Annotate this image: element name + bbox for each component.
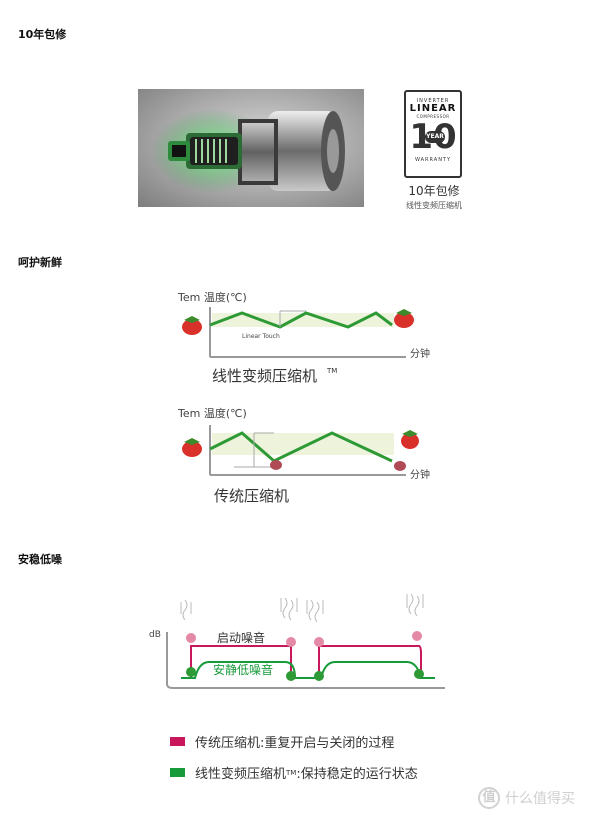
badge-inverter-text: INVERTER: [416, 98, 450, 104]
warranty-badge: INVERTER LINEAR COMPRESSOR 10 YEAR WARRA…: [404, 90, 462, 178]
badge-linear-text: LINEAR: [409, 103, 457, 114]
temp-band: [212, 313, 394, 327]
noise-chart: dB 启动噪音 安静低噪音: [149, 593, 445, 689]
strawberry-icon: [394, 309, 414, 328]
badge-caption: 10年包修: [408, 184, 460, 198]
strawberry-icon: [182, 438, 202, 457]
startup-peak-marker: [412, 631, 422, 641]
legend-traditional: 传统压缩机:重复开启与关闭的过程: [170, 732, 394, 751]
watermark-text: 什么值得买: [505, 791, 575, 807]
startup-peak-marker: [186, 633, 196, 643]
legend-linear-label: 线性变频压缩机: [195, 767, 287, 782]
startup-peak-marker: [286, 637, 296, 647]
section-heading-warranty: 10年包修: [18, 28, 67, 41]
quiet-marker: [186, 667, 196, 677]
badge-compressor-text: COMPRESSOR: [416, 114, 450, 119]
temp-trad-ylabel: Tem 温度(℃): [177, 406, 247, 420]
badge-number: 10 YEAR: [406, 119, 460, 155]
strawberry-icon: [182, 316, 202, 335]
badge-warranty-text: WARRANTY: [414, 157, 452, 163]
quiet-marker: [414, 669, 424, 679]
legend-swatch-traditional: [170, 737, 185, 746]
compressor-illustration: [151, 109, 345, 193]
temp-chart-traditional: Tem 温度(℃) 分钟 传统压缩机: [177, 406, 430, 505]
traditional-noise-line: [181, 645, 435, 679]
section-heading-fresh: 呵护新鲜: [18, 256, 62, 269]
noise-ylabel: dB: [149, 630, 161, 640]
startup-peak-marker: [314, 637, 324, 647]
startup-noise-label: 启动噪音: [217, 630, 265, 645]
wilted-strawberry-icon: [394, 461, 406, 471]
watermark-logo-icon: 值: [478, 787, 500, 809]
temp-trad-caption: 传统压缩机: [214, 487, 289, 505]
temp-linear-xlabel: 分钟: [410, 347, 430, 360]
temp-trad-xlabel: 分钟: [410, 468, 430, 481]
legend-traditional-label: 传统压缩机:重复开启与关闭的过程: [195, 736, 395, 751]
quiet-marker: [314, 671, 324, 681]
quiet-marker: [286, 671, 296, 681]
watermark: 值 什么值得买: [478, 787, 575, 809]
badge-subcaption: 线性变频压缩机: [406, 201, 462, 210]
section-heading-quiet: 安稳低噪: [18, 553, 62, 566]
badge-year-text: YEAR: [425, 131, 445, 143]
compressor-image: [138, 89, 364, 207]
noise-axes: [166, 632, 445, 689]
legend-swatch-linear: [170, 768, 185, 777]
temp-chart-linear: Tem 温度(℃) Linear Touch 分钟 线性变频压缩机 TM: [177, 290, 430, 385]
legend-linear-tm: TM: [286, 768, 297, 777]
sound-wave-icons: [180, 593, 424, 623]
strawberry-icon: [401, 430, 419, 449]
temp-linear-tm: TM: [326, 367, 337, 375]
temp-line-linear: [209, 311, 393, 329]
legend-linear-rest: :保持稳定的运行状态: [296, 767, 418, 782]
wilted-strawberry-icon: [270, 460, 282, 470]
temp-linear-caption: 线性变频压缩机: [212, 367, 317, 385]
temp-band: [212, 433, 394, 455]
linear-touch-label: Linear Touch: [242, 333, 280, 340]
temp-linear-ylabel: Tem 温度(℃): [177, 290, 247, 304]
linear-noise-line: [181, 661, 435, 679]
quiet-noise-label: 安静低噪音: [213, 662, 273, 677]
